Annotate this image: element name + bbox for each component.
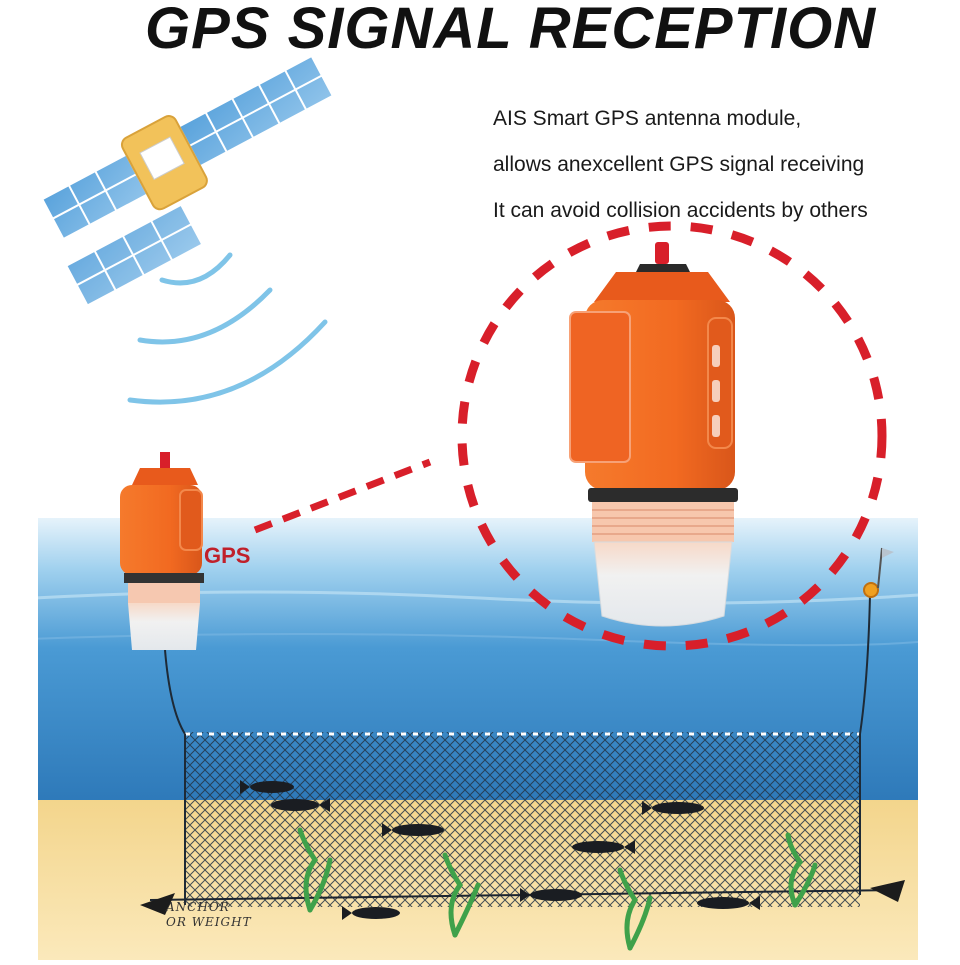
description-line-3: It can avoid collision accidents by othe… (493, 199, 868, 222)
fishing-net (185, 732, 860, 907)
fish-group (240, 780, 760, 920)
left-margin (0, 0, 38, 960)
gps-label: GPS (204, 543, 251, 568)
anchor-left-icon (140, 893, 175, 915)
anchor-label: ANCHOR OR WEIGHT (166, 900, 252, 930)
description-line-1: AIS Smart GPS antenna module, (493, 107, 802, 130)
right-margin (918, 0, 960, 960)
anchor-right-icon (870, 880, 905, 902)
description-line-2: allows anexcellent GPS signal receiving (493, 153, 865, 176)
page-title: GPS SIGNAL RECEPTION (145, 0, 877, 61)
flag-icon (882, 548, 894, 558)
marker-float-icon (863, 582, 879, 598)
seaweed (297, 827, 818, 951)
callout-line (253, 458, 432, 534)
anchor-label-line-1: ANCHOR (166, 900, 230, 914)
signal-waves-icon (127, 252, 328, 405)
gps-buoy-large (569, 242, 738, 627)
gps-buoy-small (120, 452, 204, 650)
satellite-icon (40, 54, 335, 307)
anchor-label-line-2: OR WEIGHT (166, 915, 252, 929)
callout-circle (457, 221, 887, 651)
